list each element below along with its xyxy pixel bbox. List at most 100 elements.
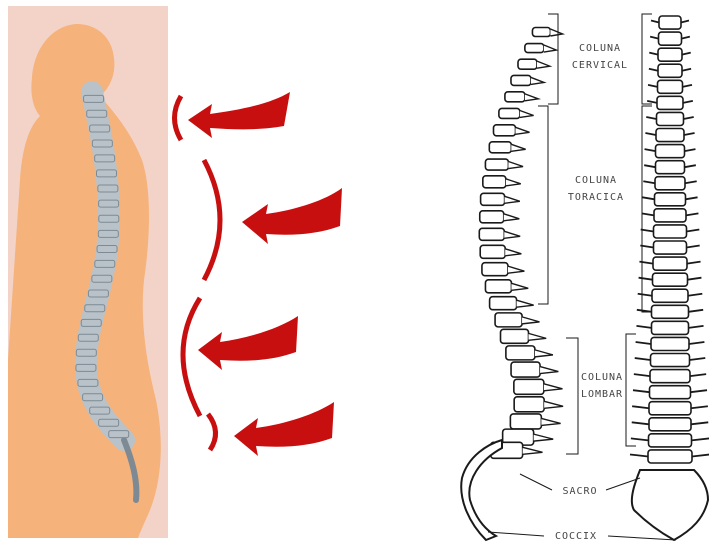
lumbar-bracket-left — [566, 338, 578, 454]
vertebra — [510, 414, 541, 429]
vertebra — [485, 280, 511, 293]
spinous-process — [504, 231, 520, 238]
spinous-process — [544, 401, 563, 408]
spinous-process — [541, 418, 560, 425]
vertebra — [480, 245, 505, 258]
vertebra — [652, 305, 689, 318]
spinous-process — [534, 434, 554, 441]
left-arrow-icon — [242, 188, 342, 244]
left-arrow-icon — [234, 402, 334, 456]
thoracic-label-line2: TORACICA — [568, 192, 624, 203]
vertebra — [90, 125, 110, 132]
vertebra — [649, 402, 691, 415]
spinous-process — [535, 350, 553, 357]
vertebra — [657, 112, 684, 125]
vertebra — [505, 92, 525, 102]
spinous-process — [508, 162, 523, 169]
vertebra — [81, 319, 101, 326]
vertebra — [483, 176, 506, 188]
spinous-process — [504, 214, 520, 221]
lumbar-label-line2: LOMBAR — [581, 389, 623, 400]
thoracic-label-line1: COLUNA — [575, 175, 617, 186]
vertebra — [97, 245, 117, 252]
spinous-process — [505, 249, 521, 256]
spinous-process — [508, 266, 524, 273]
vertebra — [485, 159, 508, 170]
vertebra — [652, 321, 689, 334]
vertebra — [78, 334, 98, 341]
vertebra — [659, 32, 682, 45]
vertebra — [95, 155, 115, 162]
spinous-process — [529, 333, 547, 340]
vertebra — [98, 185, 118, 192]
cervical-curve-arc — [175, 96, 182, 140]
vertebra — [658, 64, 682, 77]
vertebra — [76, 364, 96, 371]
vertebra — [652, 289, 688, 302]
vertebra — [649, 418, 691, 431]
sacral-curve-arc — [208, 414, 216, 450]
spinous-process — [515, 127, 529, 134]
vertebra — [653, 257, 687, 270]
spinous-process — [544, 45, 556, 52]
vertebra — [656, 161, 685, 174]
vertebra — [650, 370, 690, 383]
vertebra — [654, 241, 687, 254]
vertebra — [92, 275, 112, 282]
thoracic-curve-arc — [204, 160, 220, 280]
vertebra — [657, 96, 683, 109]
vertebra — [480, 211, 504, 223]
vertebra — [90, 407, 110, 414]
spinous-process — [531, 77, 544, 84]
spinous-process — [525, 94, 538, 101]
vertebra — [99, 419, 119, 426]
vertebra — [109, 431, 129, 438]
spinous-process — [537, 61, 550, 68]
spinous-process — [522, 317, 539, 324]
vertebra — [511, 362, 540, 377]
spinous-process — [505, 196, 520, 203]
vertebra — [499, 108, 520, 118]
cervical-label-line1: COLUNA — [579, 43, 621, 54]
vertebra — [656, 129, 684, 142]
vertebra — [87, 110, 107, 117]
spinous-process — [517, 300, 534, 307]
left-arrow-icon — [188, 92, 290, 138]
vertebra — [481, 193, 505, 205]
vertebra — [76, 349, 96, 356]
vertebra — [97, 170, 117, 177]
vertebra — [656, 145, 685, 158]
thoracic-bracket-right — [642, 106, 652, 312]
lumbar-label-line1: COLUNA — [581, 372, 623, 383]
vertebra — [653, 273, 688, 286]
vertebra — [78, 379, 98, 386]
region-labels: COLUNA CERVICAL COLUNA TORACICA COLUNA L… — [555, 43, 628, 542]
coccyx-label: COCCIX — [555, 531, 597, 542]
vertebra — [514, 397, 544, 412]
spinous-process — [540, 367, 558, 374]
spinous-process — [550, 29, 562, 36]
front-sacrum — [632, 470, 708, 540]
vertebra — [98, 230, 118, 237]
vertebra — [511, 75, 531, 85]
spinous-process — [506, 179, 521, 186]
vertebra — [501, 329, 529, 343]
vertebra — [648, 450, 692, 463]
vertebra — [655, 177, 685, 190]
spinous-process — [520, 110, 534, 117]
vertebra — [493, 125, 515, 136]
vertebra — [658, 48, 682, 61]
curvature-indicators — [175, 92, 343, 456]
vertebra — [518, 59, 537, 69]
vertebra — [654, 209, 686, 222]
vertebra — [84, 95, 104, 102]
body-silhouette-panel — [8, 6, 168, 538]
spinous-process — [544, 384, 563, 391]
vertebra — [88, 290, 108, 297]
vertebra — [659, 16, 681, 29]
vertebra — [479, 228, 504, 240]
spinous-process — [523, 447, 543, 454]
vertebra — [525, 44, 544, 53]
vertebra — [654, 225, 687, 238]
